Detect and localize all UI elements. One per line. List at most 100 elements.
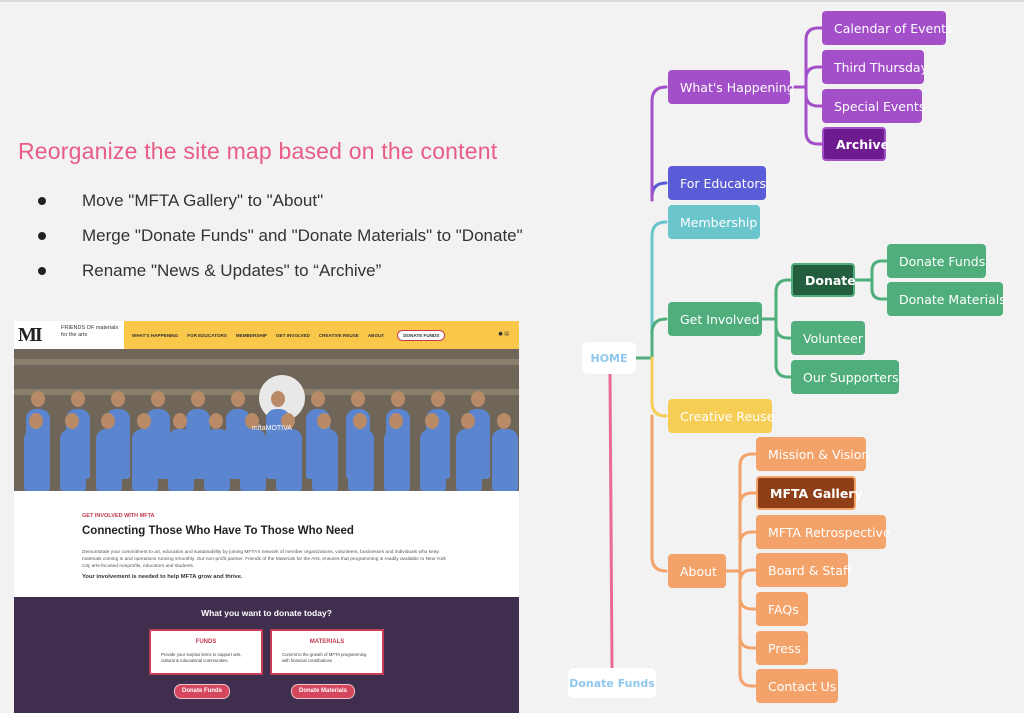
website-preview: MI FRIENDS OF materials for the arts WHA… [14,321,519,713]
photo-person [204,429,230,491]
sitemap-node-faqs[interactable]: FAQs [756,592,808,626]
sitemap-connector [774,317,793,379]
site-eyebrow: GET INVOLVED WITH MFTA [82,513,155,519]
site-nav-membership[interactable]: MEMBERSHIP [235,332,267,338]
photo-person-head [461,413,475,429]
site-heading: Connecting Those Who Have To Those Who N… [82,525,354,537]
sitemap-node-get-involved[interactable]: Get Involved [668,302,762,336]
sitemap-node-press[interactable]: Press [756,631,808,665]
site-nav-bar: MI FRIENDS OF materials for the arts WHA… [14,321,519,349]
photo-person [240,429,266,491]
photo-person-head [231,391,245,407]
sitemap-node-board-and-staff[interactable]: Board & Staff [756,553,852,587]
sitemap-connector [804,85,824,146]
bullet-icon [38,197,46,205]
site-nav-get-involved[interactable]: GET INVOLVED [275,332,310,338]
logo-text: FRIENDS OF materials for the arts [61,325,119,338]
sitemap-connector [804,85,824,108]
instruction-text: Merge "Donate Funds" and "Donate Materia… [82,226,523,245]
site-nav-donate-button[interactable]: DONATE FUNDS [397,329,446,341]
photo-person-head [471,391,485,407]
sitemap-node-membership[interactable]: Membership [668,205,760,239]
sitemap-node-donate-funds[interactable]: Donate Funds [887,244,986,278]
photo-person [60,429,86,491]
top-divider [0,0,1024,2]
photo-person-head [353,413,367,429]
photo-person-head [271,391,285,407]
site-nav-whats-happening[interactable]: WHAT'S HAPPENING [132,332,179,338]
photo-person-head [245,413,259,429]
card-text: Commit to the growth of MFTA programming… [282,652,367,663]
photo-person-head [425,413,439,429]
donate-funds-button[interactable]: Donate Funds [174,684,230,699]
sitemap-connector [650,220,668,360]
bullet-icon [38,267,46,275]
photo-person-head [391,391,405,407]
slide-headline: Reorganize the site map based on the con… [18,138,498,164]
sitemap-node-special-events[interactable]: Special Events [822,89,925,123]
sitemap-connector [774,278,793,321]
photo-person-head [351,391,365,407]
photo-person [168,429,194,491]
photo-person-head [497,413,511,429]
site-nav-for-educators[interactable]: FOR EDUCATORS [187,332,227,338]
sitemap-connector [738,452,758,573]
photo-banner-text: mftaMOTIVA [252,425,292,432]
site-donate-section: What you want to donate today? FUNDS Pro… [14,597,519,713]
sitemap-connector [650,181,668,202]
photo-person [132,429,158,491]
sitemap-node-our-supporters[interactable]: Our Supporters [791,360,899,394]
photo-person [348,429,374,491]
sitemap-node-volunteer[interactable]: Volunteer [791,321,865,355]
site-nav-tools-icon[interactable]: ● ▤ [498,331,509,337]
donate-card-funds[interactable]: FUNDS Provide your surplus items to supp… [149,629,263,675]
photo-person [312,429,338,491]
donate-card-materials[interactable]: MATERIALS Commit to the growth of MFTA p… [270,629,384,675]
sitemap-connector [650,85,668,202]
photo-shelf [14,359,519,365]
photo-person [420,429,446,491]
sitemap-node-for-educators[interactable]: For Educators [668,166,766,200]
card-title: MATERIALS [309,639,345,645]
sitemap-connector [738,569,758,688]
photo-person-head [71,391,85,407]
site-nav-items: WHAT'S HAPPENING FOR EDUCATORS MEMBERSHI… [132,321,446,349]
sitemap-node-contact-us[interactable]: Contact Us [756,669,838,703]
photo-person-head [209,413,223,429]
donate-heading: What you want to donate today? [201,608,332,618]
site-nav-creative-reuse[interactable]: CREATIVE REUSE [318,332,359,338]
bullet-icon [38,232,46,240]
sitemap-node-third-thursday[interactable]: Third Thursday [822,50,928,84]
sitemap-node-creative-reuse[interactable]: Creative Reuse [668,399,774,433]
team-photo: mftaMOTIVA [14,349,519,491]
instruction-text: Move "MFTA Gallery" to "About" [82,191,324,210]
instruction-item: Merge "Donate Funds" and "Donate Materia… [38,225,523,260]
sitemap-node-donate-materials[interactable]: Donate Materials [887,282,1006,316]
sitemap-connector [650,414,668,573]
sitemap-node-mission-and-vision[interactable]: Mission & Vision [756,437,869,471]
sitemap-node-archive[interactable]: Archive [822,127,889,161]
site-logo[interactable]: MI FRIENDS OF materials for the arts [14,321,124,349]
photo-person [456,429,482,491]
sitemap-root-home[interactable]: HOME [582,342,636,374]
sitemap-node-calendar-of-events[interactable]: Calendar of Events [822,11,953,45]
sitemap-detached-donate-funds[interactable]: Donate Funds [568,668,656,698]
site-nav-about[interactable]: ABOUT [367,332,385,338]
sitemap-node-mfta-retrospective[interactable]: MFTA Retrospective [756,515,891,549]
sitemap-node-mfta-gallery[interactable]: MFTA Gallery [756,476,863,510]
sitemap-node-donate[interactable]: Donate [791,263,856,297]
instruction-item: Move "MFTA Gallery" to "About" [38,190,523,225]
photo-person-head [173,413,187,429]
photo-person-head [317,413,331,429]
sitemap-node-what-s-happening[interactable]: What's Happening [668,70,795,104]
photo-person-head [29,413,43,429]
sitemap-connector [608,372,614,670]
sitemap-connector [738,568,758,584]
photo-person [492,429,518,491]
donate-materials-button[interactable]: Donate Materials [291,684,356,699]
sitemap-node-about[interactable]: About [668,554,726,588]
photo-person [276,429,302,491]
sitemap-connector [738,491,758,573]
photo-person-head [151,391,165,407]
